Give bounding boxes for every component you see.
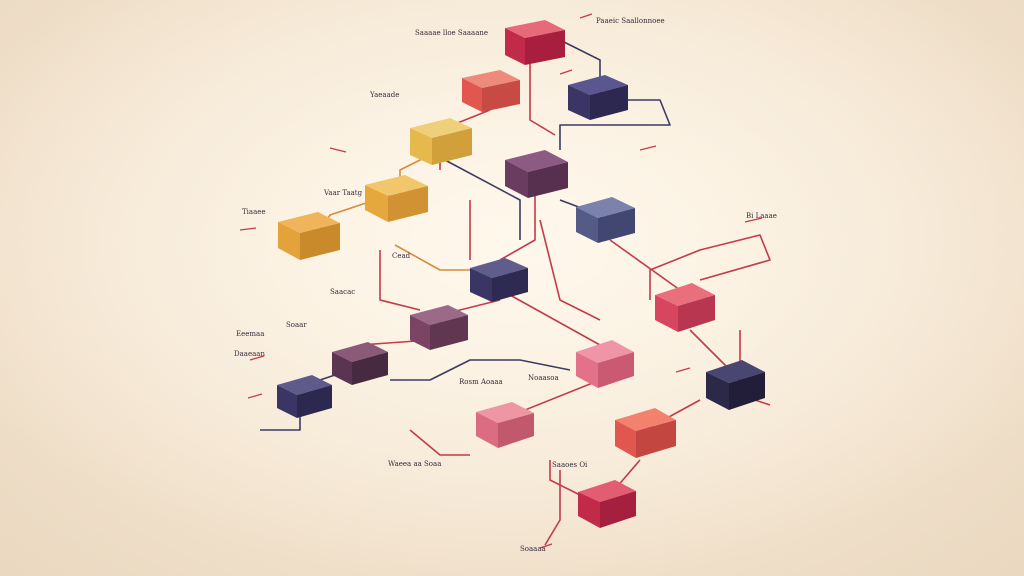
label-top-left: Saaaae lloe Saaaane (415, 29, 488, 37)
label-left-5: Eeemaa (236, 330, 264, 338)
node-box (462, 70, 520, 112)
label-left-1: Vaar Taatg (323, 189, 363, 197)
node-box (578, 480, 636, 528)
node-box (410, 118, 472, 165)
node-box (655, 283, 715, 332)
node-box (476, 402, 534, 448)
label-bottom: Soaaaa (520, 545, 546, 553)
label-lower-2: Waeea aa Soaa (388, 460, 441, 468)
label-center-1: Rosm Aoaaa (459, 378, 503, 386)
label-top-right: Paaeic Saallonnoee (596, 17, 665, 25)
node-box (332, 342, 388, 385)
wire-terminals (239, 13, 763, 549)
label-mid-left: Cead (392, 252, 411, 260)
node-box (277, 375, 332, 418)
label-center-2: Noaasoa (528, 374, 559, 382)
node-box (576, 340, 634, 388)
node-box (568, 75, 628, 120)
node-box (278, 212, 340, 260)
node-box (505, 150, 568, 198)
label-upper-left: Yaeaade (369, 91, 399, 99)
label-left-2: Tiaaee (242, 208, 266, 216)
node-box (706, 360, 765, 410)
node-box (576, 197, 635, 243)
labels-group: Saaaae lloe Saaaane Paaeic Saallonnoee Y… (234, 17, 777, 553)
label-left-4: Soaar (286, 321, 307, 329)
label-left-6: Daaeaan (234, 350, 265, 358)
node-box (615, 408, 676, 458)
node-box (410, 305, 468, 350)
node-box (470, 258, 528, 302)
node-box (365, 175, 428, 222)
node-boxes (277, 20, 765, 528)
label-left-3: Saacac (330, 288, 355, 296)
node-box (505, 20, 565, 65)
label-lower-1: Saaoes Oi (552, 461, 588, 469)
label-right-1: Bi Laaae (746, 212, 777, 220)
